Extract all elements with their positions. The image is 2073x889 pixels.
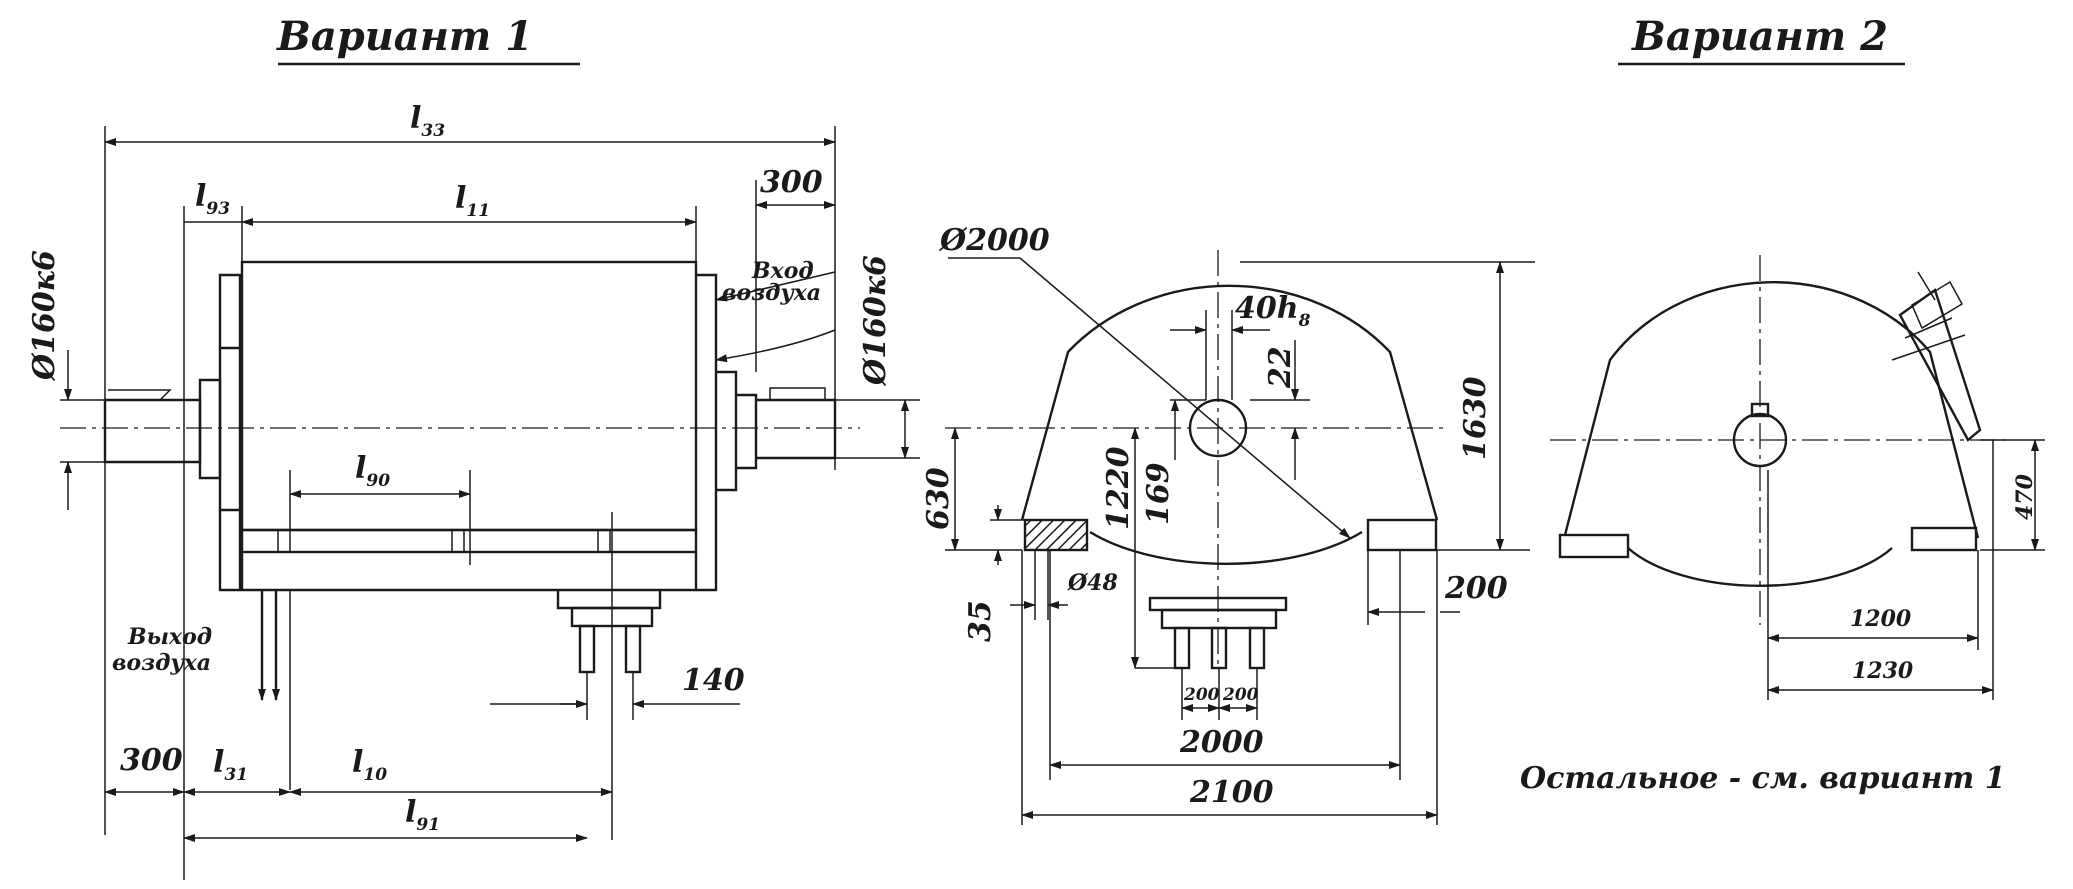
left-key: [105, 389, 172, 401]
svg-text:1230: 1230: [1852, 658, 1914, 684]
variant2-view: 470 1200 1230 Остальное - см. вариант 1: [1520, 255, 2045, 796]
bottom-bolt-3: [1248, 626, 1266, 670]
foot-block: [556, 590, 662, 610]
air-out-label-2: воздуха: [112, 650, 211, 676]
svg-text:169: 169: [1141, 462, 1176, 525]
v2-left-foot: [1558, 533, 1630, 559]
variant1-side-view: l33 l93 l11 300 Ø160к6 Ø160к6 Вход возду…: [27, 101, 920, 880]
title-variant-2: Вариант 2: [1631, 13, 1888, 60]
svg-text:630: 630: [921, 467, 956, 530]
left-shaft: [103, 398, 202, 464]
svg-text:1630: 1630: [1458, 376, 1493, 460]
svg-text:2100: 2100: [1189, 775, 1274, 810]
bottom-mount-plate: [1160, 608, 1278, 630]
left-foot-section: [1023, 518, 1089, 552]
air-out-label-1: Выход: [127, 624, 212, 650]
right-foot: [1366, 518, 1438, 552]
svg-text:l93: l93: [195, 179, 230, 219]
svg-text:l91: l91: [405, 795, 440, 835]
svg-text:l10: l10: [352, 745, 387, 785]
svg-text:l33: l33: [410, 101, 445, 141]
section-view: Ø2000 40h8 22 1630 630 1220 169 35: [921, 223, 1535, 825]
v2-housing-bottom-arc: [1627, 547, 1893, 588]
svg-text:300: 300: [760, 165, 823, 200]
right-key: [769, 387, 826, 400]
motor-body: [240, 260, 698, 532]
svg-text:300: 300: [120, 743, 183, 778]
right-shield: [696, 273, 718, 592]
svg-text:22: 22: [1263, 346, 1298, 389]
svg-text:40h8: 40h8: [1235, 291, 1311, 331]
v2-housing-outline: [1563, 280, 1980, 539]
foot-bolt-1: [578, 624, 596, 674]
v2-shaft-key: [1750, 402, 1770, 418]
housing-outline: [1020, 284, 1439, 521]
dim-right-shaft-dia: Ø160к6: [858, 255, 893, 387]
svg-text:200: 200: [1444, 571, 1508, 606]
section-shaft-circle: [1188, 398, 1248, 458]
v2-shaft-circle: [1732, 412, 1788, 468]
svg-text:l90: l90: [355, 451, 390, 491]
svg-text:2000: 2000: [1179, 725, 1264, 760]
titles: Вариант 1 Вариант 2: [276, 13, 1905, 66]
svg-text:1220: 1220: [1101, 446, 1136, 530]
air-in-label-1: Вход: [751, 258, 814, 284]
svg-text:140: 140: [682, 663, 745, 698]
svg-text:200: 200: [1183, 685, 1220, 705]
title-variant-1: Вариант 1: [276, 13, 533, 60]
air-in-arrow-2: [715, 329, 836, 363]
v2-right-foot: [1910, 526, 1978, 552]
svg-text:35: 35: [963, 600, 998, 642]
svg-text:Ø48: Ø48: [1067, 570, 1118, 596]
foot-bolt-2: [624, 624, 642, 674]
svg-text:200: 200: [1222, 685, 1259, 705]
v2-terminal-box: [1898, 288, 1982, 442]
svg-text:l11: l11: [455, 181, 490, 221]
svg-text:l31: l31: [213, 745, 248, 785]
air-in-arrow-1: [715, 271, 836, 302]
right-bearing: [736, 393, 758, 470]
svg-text:Ø2000: Ø2000: [938, 223, 1050, 258]
base-frame: [240, 552, 698, 592]
v2-note: Остальное - см. вариант 1: [1520, 761, 2006, 796]
svg-text:470: 470: [2012, 473, 2038, 520]
dim-dia-2000: [1019, 257, 1351, 539]
base-frame-top: [240, 528, 698, 554]
bottom-bolt-1: [1173, 626, 1191, 670]
air-in-label-2: воздуха: [722, 280, 821, 306]
left-step: [218, 346, 242, 512]
bottom-bolt-2: [1210, 626, 1228, 670]
housing-bottom-arc: [1089, 530, 1363, 565]
right-shaft: [756, 398, 837, 460]
left-bearing: [198, 378, 222, 480]
svg-text:1200: 1200: [1850, 606, 1912, 632]
dim-left-shaft-dia: Ø160к6: [27, 250, 62, 382]
